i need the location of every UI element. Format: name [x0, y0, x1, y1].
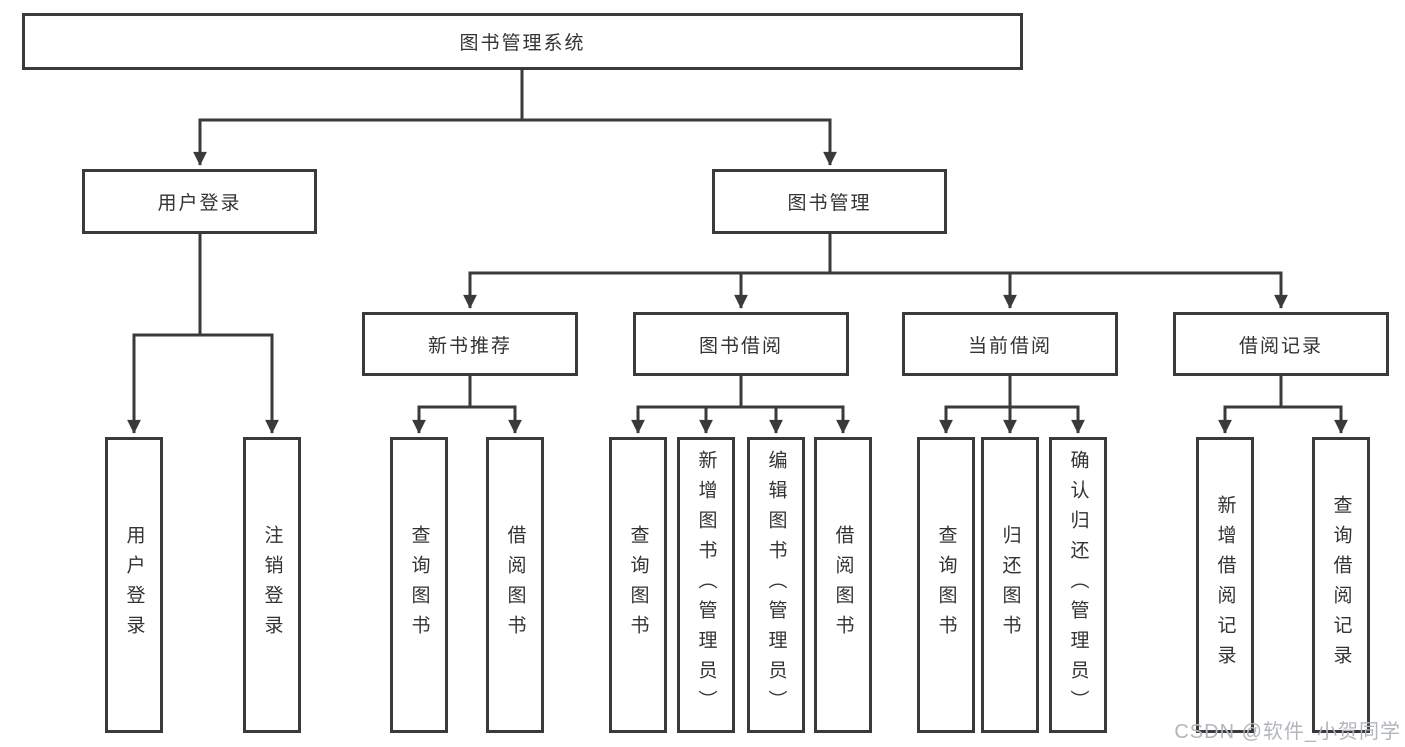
leaf-add-books-admin: 新增图书（管理员）: [677, 437, 735, 733]
leaf-confirm-return-admin: 确认归还（管理员）: [1049, 437, 1107, 733]
leaf-edit-books-admin: 编辑图书（管理员）: [747, 437, 805, 733]
node-book-management: 图书管理: [712, 169, 947, 234]
node-current-borrow: 当前借阅: [902, 312, 1118, 376]
leaf-logout: 注销登录: [243, 437, 301, 733]
leaf-recommend-borrow-books: 借阅图书: [486, 437, 544, 733]
leaf-borrow-query-books: 查询图书: [609, 437, 667, 733]
leaf-current-query-books: 查询图书: [917, 437, 975, 733]
leaf-user-login: 用户登录: [105, 437, 163, 733]
node-new-book-recommend: 新书推荐: [362, 312, 578, 376]
node-book-borrow: 图书借阅: [633, 312, 849, 376]
node-user-login: 用户登录: [82, 169, 317, 234]
node-borrow-records: 借阅记录: [1173, 312, 1389, 376]
leaf-recommend-query-books: 查询图书: [390, 437, 448, 733]
leaf-query-borrow-record: 查询借阅记录: [1312, 437, 1370, 733]
node-library-management-system: 图书管理系统: [22, 13, 1023, 70]
leaf-add-borrow-record: 新增借阅记录: [1196, 437, 1254, 733]
leaf-borrow-books: 借阅图书: [814, 437, 872, 733]
leaf-return-books: 归还图书: [981, 437, 1039, 733]
csdn-watermark: CSDN @软件_小贺同学: [1174, 721, 1401, 743]
